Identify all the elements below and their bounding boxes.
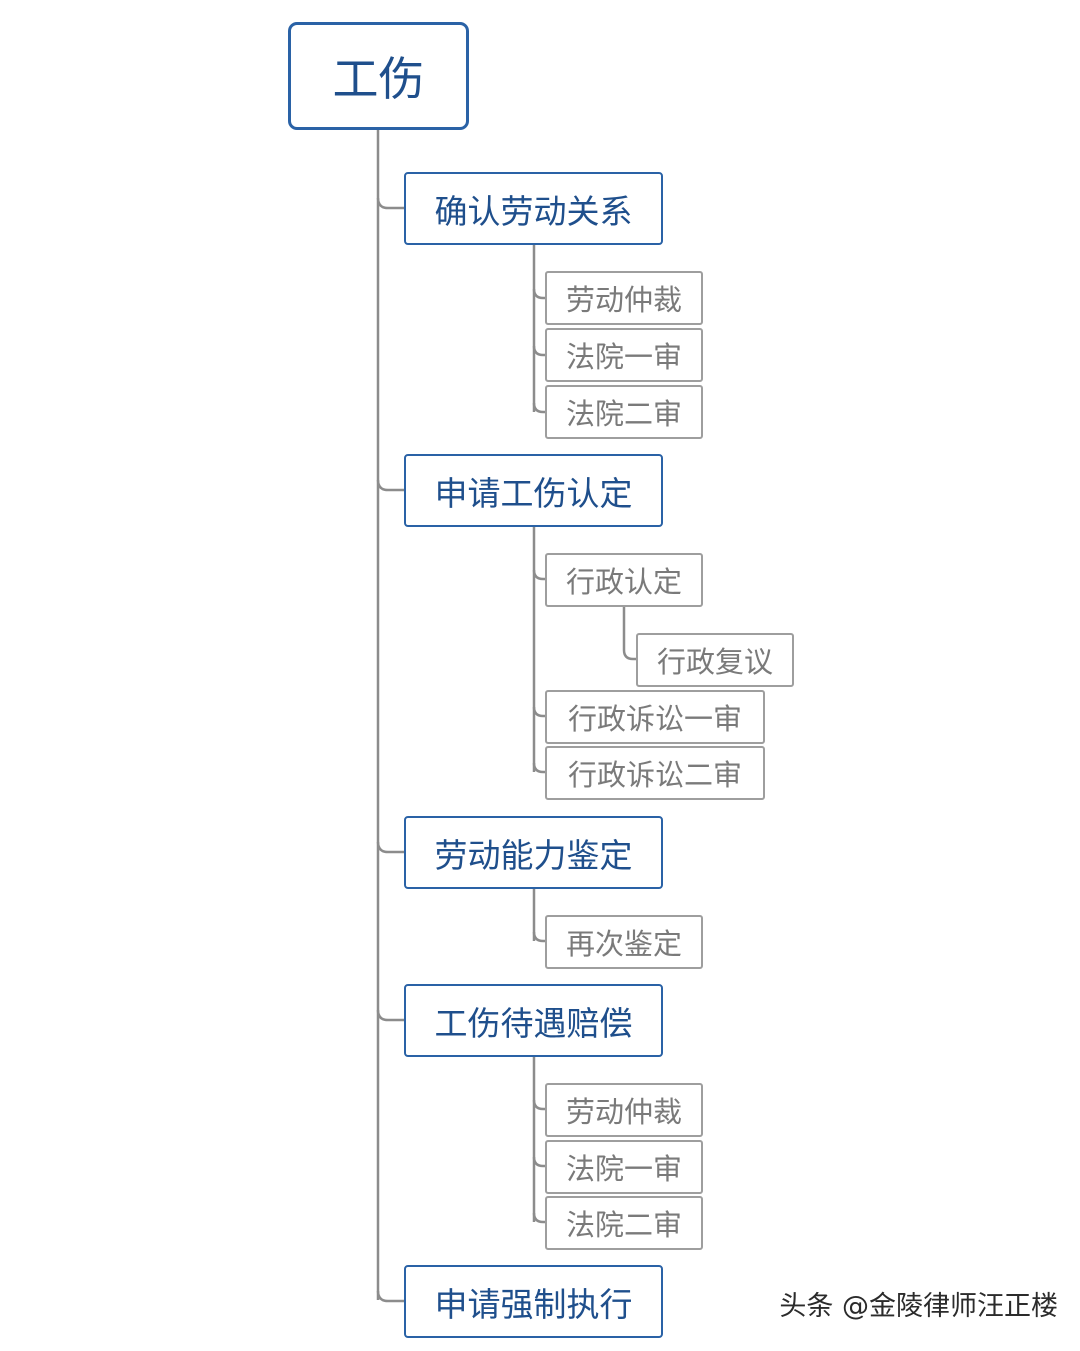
root-node: 工伤	[288, 22, 469, 130]
step-court-first-instance: 法院一审	[545, 328, 703, 382]
step-administrative-litigation-second: 行政诉讼二审	[545, 746, 765, 800]
branch-apply-enforcement: 申请强制执行	[404, 1265, 663, 1338]
branch-confirm-labor-relation: 确认劳动关系	[404, 172, 663, 245]
branch-apply-injury-determination: 申请工伤认定	[404, 454, 663, 527]
step-administrative-determination: 行政认定	[545, 553, 703, 607]
step-court-second-instance-2: 法院二审	[545, 1196, 703, 1250]
branch-work-ability-appraisal: 劳动能力鉴定	[404, 816, 663, 889]
step-administrative-review: 行政复议	[636, 633, 794, 687]
step-court-first-instance-2: 法院一审	[545, 1140, 703, 1194]
step-labor-arbitration-2: 劳动仲裁	[545, 1083, 703, 1137]
step-labor-arbitration: 劳动仲裁	[545, 271, 703, 325]
step-court-second-instance: 法院二审	[545, 385, 703, 439]
step-re-appraisal: 再次鉴定	[545, 915, 703, 969]
step-administrative-litigation-first: 行政诉讼一审	[545, 690, 765, 744]
watermark-text: 头条 @金陵律师汪正楼	[779, 1291, 1058, 1322]
branch-injury-compensation: 工伤待遇赔偿	[404, 984, 663, 1057]
